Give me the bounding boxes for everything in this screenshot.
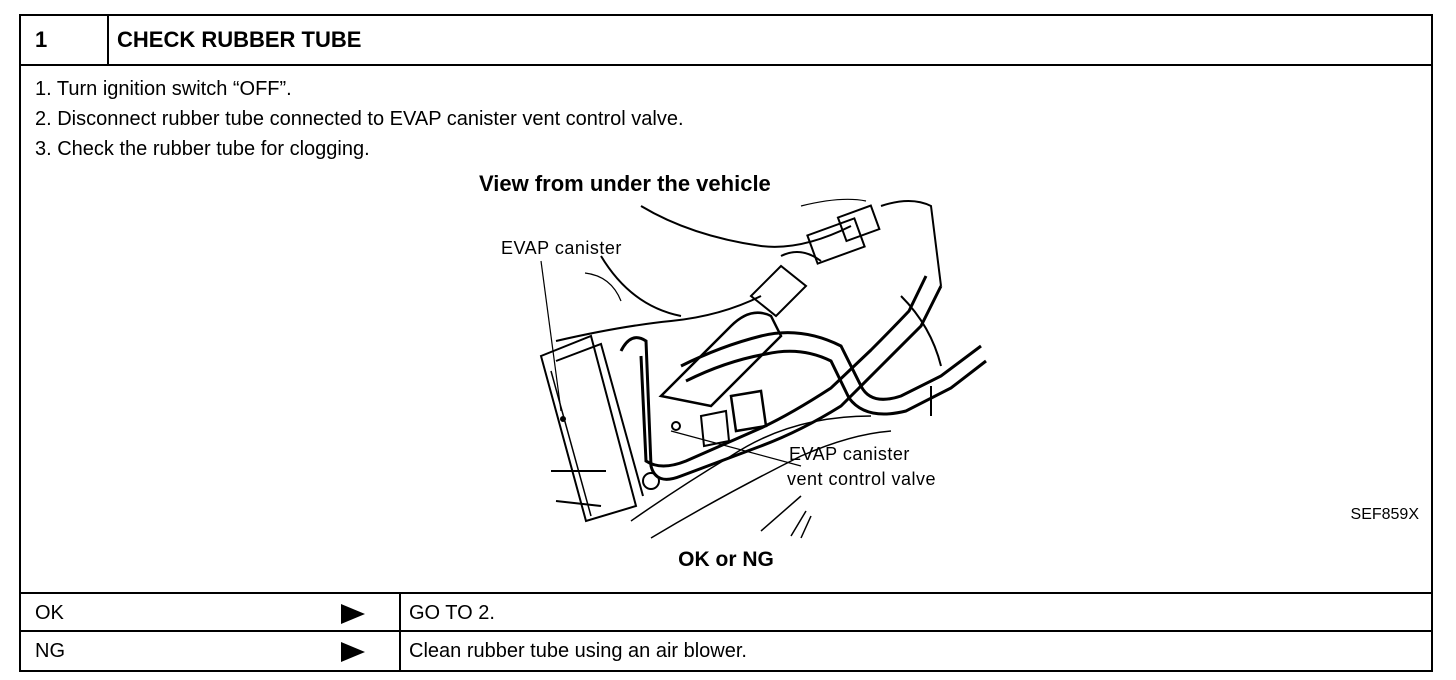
result-action: Clean rubber tube using an air blower.: [409, 640, 747, 662]
arrow-right-icon: [341, 604, 365, 624]
result-row-ok: OK GO TO 2.: [21, 592, 1431, 632]
verdict-heading: OK or NG: [678, 548, 774, 571]
figure-code: SEF859X: [1350, 506, 1419, 523]
instruction-list: 1. Turn ignition switch “OFF”. 2. Discon…: [35, 74, 684, 164]
result-condition: OK: [35, 602, 64, 624]
column-divider: [399, 594, 401, 632]
figure-title: View from under the vehicle: [479, 171, 771, 196]
result-action: GO TO 2.: [409, 602, 495, 624]
procedure-table: 1 CHECK RUBBER TUBE 1. Turn ignition swi…: [19, 14, 1433, 672]
instruction-item: 1. Turn ignition switch “OFF”.: [35, 78, 292, 100]
result-row-ng: NG Clean rubber tube using an air blower…: [21, 630, 1431, 670]
label-valve-line-2: vent control valve: [787, 469, 937, 489]
instruction-item: 3. Check the rubber tube for clogging.: [35, 138, 370, 160]
arrow-right-icon: [341, 642, 365, 662]
evap-canister-diagram: [539, 198, 987, 539]
label-valve-line-1: EVAP canister: [789, 444, 910, 464]
step-title: CHECK RUBBER TUBE: [117, 27, 362, 52]
step-header: 1 CHECK RUBBER TUBE: [21, 16, 1431, 66]
instruction-item: 2. Disconnect rubber tube connected to E…: [35, 108, 684, 130]
result-condition: NG: [35, 640, 65, 662]
label-evap-canister: EVAP canister: [501, 238, 622, 258]
step-number: 1: [21, 16, 109, 64]
column-divider: [399, 632, 401, 670]
